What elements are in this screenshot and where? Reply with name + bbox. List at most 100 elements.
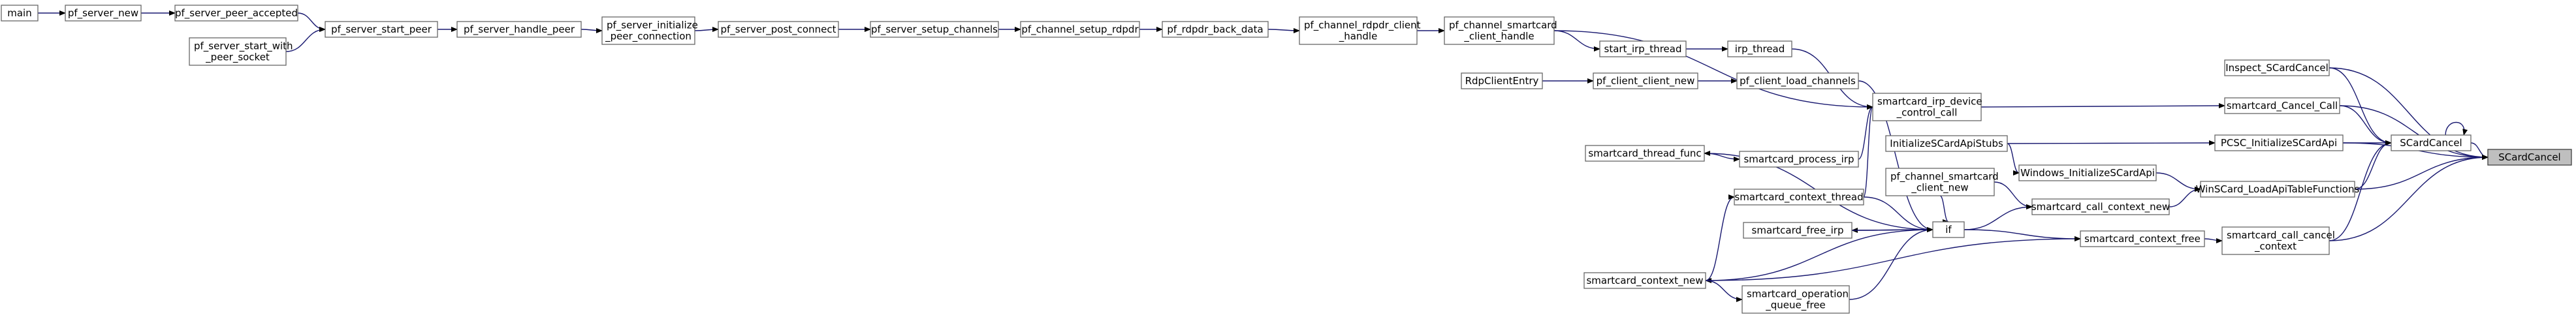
node-label: smartcard_process_irp — [1743, 153, 1854, 166]
node-label: pf_server_initialize — [607, 20, 698, 32]
node-pf-server-new[interactable]: pf_server_new — [65, 5, 142, 22]
node-pf-server-handle-peer[interactable]: pf_server_handle_peer — [456, 21, 582, 38]
node-smartcard-context-thread[interactable]: smartcard_context_thread — [1734, 189, 1864, 206]
node-box — [1461, 72, 1543, 89]
node-main[interactable]: main — [1, 5, 39, 22]
node-smartcard-process-irp[interactable]: smartcard_process_irp — [1739, 151, 1859, 168]
node-box — [2214, 134, 2344, 151]
node-pf-channel-rdpdr-client-handle[interactable]: pf_channel_rdpdr_client_handle — [1299, 16, 1421, 45]
node-label: _context — [2254, 241, 2297, 253]
node-box — [1736, 72, 1859, 89]
node-smartcard-context-new[interactable]: smartcard_context_new — [1583, 272, 1706, 289]
edge-smartcard-irp-device-control-call-to-smartcard-cancel-call — [1980, 103, 2225, 109]
node-box — [1585, 145, 1705, 162]
node-label: pf_client_client_new — [1597, 75, 1695, 87]
edge-pf-server-handle-peer-to-pf-server-initialize-peer-connection — [580, 27, 603, 33]
node-box — [65, 5, 142, 22]
node-box — [2200, 181, 2355, 198]
node-label: pf_server_handle_peer — [464, 23, 575, 36]
node-label: pf_server_post_connect — [721, 23, 836, 36]
node-pf-server-start-peer[interactable]: pf_server_start_peer — [325, 21, 438, 38]
edge-pf-server-peer-accepted-to-pf-server-start-peer — [297, 12, 326, 32]
edge-smartcard-operation-queue-free-to-if — [1849, 227, 1933, 300]
node-box — [174, 5, 298, 22]
node-pf-channel-smartcard-client-new[interactable]: pf_channel_smartcard_client_new — [1885, 168, 1999, 196]
edge-pf-channel-smartcard-client-handle-to-smartcard-irp-device-control-call — [1553, 30, 1873, 110]
node-pf-client-load-channels[interactable]: pf_client_load_channels — [1736, 72, 1859, 89]
node-box — [1741, 285, 1850, 314]
node-label: irp_thread — [1735, 43, 1785, 55]
node-label: SCardCancel — [2498, 151, 2560, 163]
node-scardcancel-root: SCardCancel — [2487, 149, 2572, 166]
node-label: smartcard_free_irp — [1752, 224, 1844, 237]
edge-pf-channel-smartcard-client-new-to-if — [1939, 195, 1949, 224]
node-smartcard-operation-queue-free[interactable]: smartcard_operation_queue_free — [1741, 285, 1850, 314]
node-label: pf_channel_rdpdr_client — [1304, 20, 1421, 32]
edge-windows-initializescardapi-to-winscard-loadapitablefunctions — [2155, 172, 2201, 192]
node-pf-channel-smartcard-client-handle[interactable]: pf_channel_smartcard_client_handle — [1444, 16, 1557, 45]
node-box — [1299, 16, 1418, 45]
node-label: smartcard_irp_device — [1877, 96, 1982, 108]
node-smartcard-cancel-call[interactable]: smartcard_Cancel_Call — [2224, 97, 2340, 114]
node-smartcard-free-irp[interactable]: smartcard_free_irp — [1743, 222, 1852, 239]
node-windows-initializescardapi[interactable]: Windows_InitializeSCardApi — [2018, 164, 2157, 181]
node-label: pf_server_start_peer — [331, 23, 432, 36]
node-pf-server-start-with-peer-socket[interactable]: pf_server_start_with_peer_socket — [189, 37, 293, 66]
node-pf-server-setup-channels[interactable]: pf_server_setup_channels — [870, 21, 999, 38]
node-rdpcliententry[interactable]: RdpClientEntry — [1461, 72, 1543, 89]
node-pf-rdpdr-back-data[interactable]: pf_rdpdr_back_data — [1162, 21, 1269, 38]
edge-inspect-scardcancel-to-scardcancel-mid — [2329, 67, 2392, 145]
node-label: _client_new — [1911, 182, 1968, 194]
edge-winscard-loadapitablefunctions-to-scardcancel-mid — [2354, 140, 2392, 190]
node-smartcard-call-context-new[interactable]: smartcard_call_context_new — [2031, 198, 2170, 215]
node-smartcard-call-cancel-context[interactable]: smartcard_call_cancel_context — [2221, 226, 2335, 255]
node-label: smartcard_call_context_new — [2031, 201, 2170, 213]
node-label: _peer_connection — [605, 31, 692, 43]
edge-pf-client-load-channels-to-if — [1858, 80, 1933, 232]
node-pf-server-peer-accepted[interactable]: pf_server_peer_accepted — [174, 5, 298, 22]
node-smartcard-context-free[interactable]: smartcard_context_free — [2080, 230, 2205, 247]
node-label: _client_handle — [1463, 31, 1534, 43]
node-pcsc-initializescardapi[interactable]: PCSC_InitializeSCardApi — [2214, 134, 2344, 151]
node-pf-server-post-connect[interactable]: pf_server_post_connect — [718, 21, 839, 38]
edge-inspect-scardcancel-to-scardcancel-root — [2329, 67, 2489, 160]
node-pf-channel-setup-rdpdr[interactable]: pf_channel_setup_rdpdr — [1020, 21, 1140, 38]
node-initializescardapistubs[interactable]: InitializeSCardApiStubs — [1885, 135, 2008, 152]
node-box — [1932, 221, 1965, 238]
node-irp-thread[interactable]: irp_thread — [1727, 40, 1792, 57]
edge-scardcancel-mid-to-scardcancel-root — [2470, 142, 2489, 160]
node-scardcancel-mid[interactable]: SCardCancel — [2391, 134, 2472, 151]
node-pf-server-initialize-peer-connection[interactable]: pf_server_initialize_peer_connection — [601, 16, 698, 45]
node-box — [1020, 21, 1140, 38]
node-smartcard-irp-device-control-call[interactable]: smartcard_irp_device_control_call — [1872, 93, 1982, 121]
node-box — [456, 21, 582, 38]
node-label: main — [7, 7, 31, 19]
node-box — [1, 5, 39, 22]
edge-layer — [37, 10, 2489, 302]
node-start-irp-thread[interactable]: start_irp_thread — [1599, 40, 1687, 57]
node-winscard-loadapitablefunctions[interactable]: WinSCard_LoadApiTableFunctions — [2196, 181, 2360, 198]
node-label: smartcard_thread_func — [1588, 147, 1701, 160]
node-pf-client-client-new[interactable]: pf_client_client_new — [1593, 72, 1698, 89]
node-box — [1885, 168, 1995, 196]
edge-smartcard-context-thread-to-if — [1863, 196, 1933, 232]
node-label: PCSC_InitializeSCardApi — [2221, 137, 2337, 149]
node-label: smartcard_call_cancel — [2227, 230, 2335, 242]
node-box — [1583, 272, 1706, 289]
node-inspect-scardcancel[interactable]: Inspect_SCardCancel — [2224, 59, 2330, 76]
node-box — [189, 37, 287, 66]
node-smartcard-thread-func[interactable]: smartcard_thread_func — [1585, 145, 1705, 162]
node-label: pf_channel_setup_rdpdr — [1021, 23, 1139, 36]
node-label: SCardCancel — [2400, 137, 2462, 149]
node-label: pf_server_new — [68, 7, 138, 20]
edge-smartcard-cancel-call-to-scardcancel-root — [2339, 105, 2489, 160]
node-box — [2221, 226, 2330, 255]
node-label: smartcard_Cancel_Call — [2227, 100, 2338, 112]
node-box — [718, 21, 839, 38]
node-label: if — [1945, 224, 1952, 236]
node-label: RdpClientEntry — [1465, 75, 1539, 87]
node-label: pf_server_start_with — [194, 40, 293, 53]
node-if[interactable]: if — [1932, 221, 1965, 238]
node-box — [1734, 189, 1864, 206]
